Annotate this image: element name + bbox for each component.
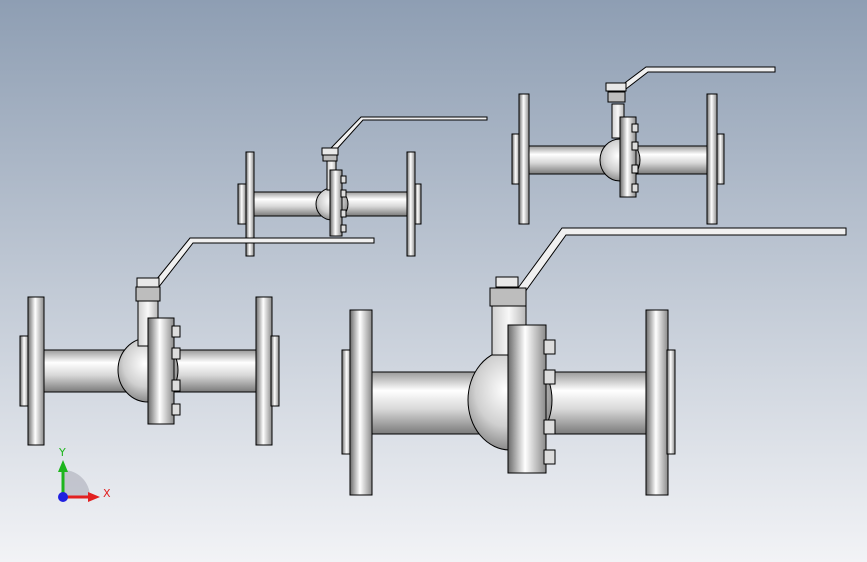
body-flange-bolted [619, 116, 637, 198]
right-flange-face [270, 335, 280, 407]
bolt [543, 419, 556, 435]
body-flange-bolted [147, 317, 175, 425]
stem-gland [607, 91, 626, 103]
bolt [171, 379, 181, 392]
x-axis-label: X [103, 487, 111, 500]
y-arrow-icon [58, 460, 68, 472]
x-arrow-icon [88, 492, 100, 502]
bolt [631, 123, 639, 133]
right-flange [406, 151, 416, 257]
stem-nut [136, 277, 160, 288]
right-flange-face [716, 133, 725, 185]
bolt [171, 347, 181, 360]
bolt [631, 183, 639, 193]
left-flange [349, 309, 373, 496]
left-flange [245, 151, 255, 257]
right-flange [645, 309, 669, 496]
bolt [631, 141, 639, 151]
bolt [543, 449, 556, 465]
ball-valve-large[interactable] [341, 227, 847, 496]
stem-gland [135, 286, 161, 302]
bolt [340, 175, 347, 184]
bolt [340, 209, 347, 218]
bolt [340, 224, 347, 233]
right-flange-face [666, 349, 676, 455]
right-flange-face [414, 183, 422, 225]
coordinate-triad: Y X [58, 446, 111, 502]
stem-gland [489, 287, 527, 307]
bolt [543, 339, 556, 355]
body-flange-bolted [507, 324, 547, 474]
stem-nut [495, 276, 519, 288]
bolt [171, 325, 181, 338]
z-axis-icon [58, 492, 68, 502]
left-flange [27, 296, 45, 446]
ball-valve-medium-left[interactable] [19, 237, 375, 446]
bolt [340, 189, 347, 198]
right-flange [706, 93, 718, 225]
left-flange [518, 93, 530, 225]
y-axis-label: Y [58, 446, 66, 459]
bolt [631, 164, 639, 174]
ball-valve-small-center[interactable] [237, 116, 488, 257]
ball-valve-small-right[interactable] [511, 66, 776, 225]
stem-nut [605, 82, 627, 92]
bolt [171, 403, 181, 416]
left-flange-face [237, 183, 247, 225]
stem-gland [322, 154, 338, 162]
triad-rotation-arc [63, 470, 90, 497]
right-flange [255, 296, 273, 446]
stem-nut [321, 147, 339, 156]
body-flange-bolted [329, 169, 343, 237]
bolt [543, 369, 556, 385]
